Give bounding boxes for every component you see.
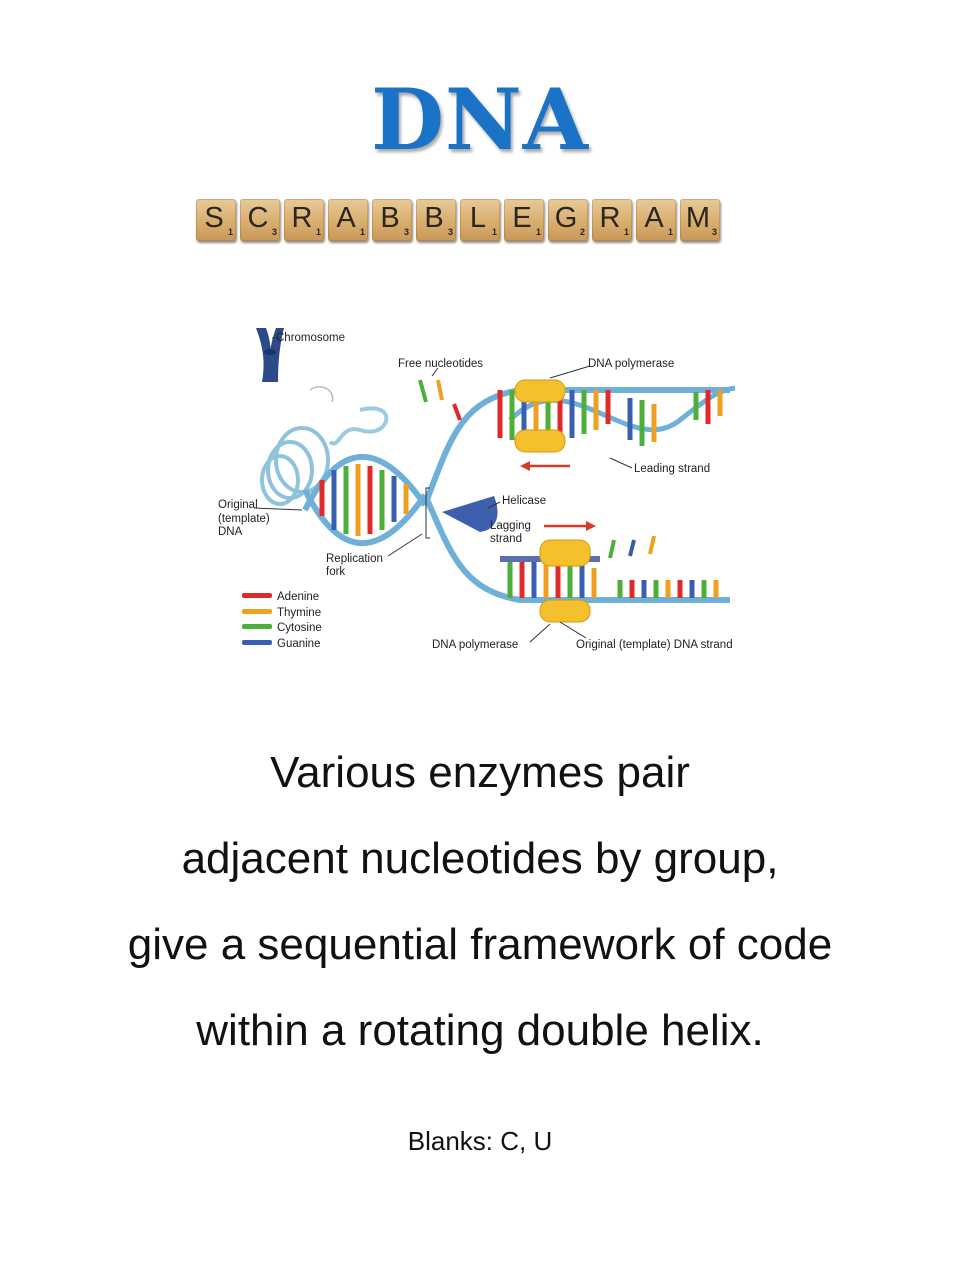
callout-lines [253, 365, 633, 643]
label-dna-polymerase-bottom: DNA polymerase [432, 639, 518, 651]
tile-letter: B [380, 202, 400, 234]
tile-score: 1 [315, 227, 321, 237]
legend: Adenine Thymine Cytosine Guanine [242, 591, 322, 650]
fork-bracket [425, 487, 430, 539]
tile-score: 3 [447, 227, 453, 237]
tile-letter: R [599, 202, 621, 234]
chromosome-icon [256, 328, 284, 382]
tile-score: 1 [227, 227, 233, 237]
tile-score: 1 [359, 227, 365, 237]
page-title: DNA [371, 70, 589, 169]
tile-letter: R [291, 202, 313, 234]
verse: Various enzymes pair adjacent nucleotide… [0, 738, 960, 1082]
dna-replication-diagram: Chromosome Free nucleotides DNA polymera… [218, 328, 736, 651]
legend-label: Thymine [277, 607, 321, 619]
leading-strand-helix [497, 379, 736, 471]
label-free-nucleotides: Free nucleotides [398, 358, 483, 370]
tile-letter: A [336, 202, 356, 234]
helicase-icon [442, 496, 498, 532]
replication-fork [422, 387, 730, 603]
tile-letter: S [204, 202, 224, 234]
tile-score: 2 [579, 227, 585, 237]
label-lagging-2: strand [490, 533, 522, 545]
label-fork-1: Replication [326, 553, 383, 565]
tile-letter: G [554, 202, 578, 234]
verse-line: Various enzymes pair [270, 748, 690, 797]
label-chromosome: Chromosome [276, 332, 345, 344]
free-nucleotides-icon [418, 379, 656, 559]
legend-swatch-cytosine [242, 624, 272, 629]
legend-label: Cytosine [277, 622, 322, 634]
tile-letter: B [424, 202, 444, 234]
label-fork-2: fork [326, 566, 345, 578]
verse-line: give a sequential framework of code [127, 920, 833, 969]
tile-score: 3 [403, 227, 409, 237]
label-lagging-1: Lagging [490, 520, 531, 532]
label-original-3: DNA [218, 526, 243, 538]
template-dna-helix [302, 453, 428, 547]
tile-score: 1 [535, 227, 541, 237]
tile-letter: L [469, 202, 487, 234]
tile-score: 1 [491, 227, 497, 237]
tile-letter: M [685, 202, 711, 234]
label-template-strand: Original (template) DNA strand [576, 639, 733, 651]
label-leading-strand: Leading strand [634, 463, 710, 475]
legend-label: Guanine [277, 638, 320, 650]
tile-letter: A [644, 202, 664, 234]
coiled-chromatin [260, 386, 389, 506]
legend-swatch-adenine [242, 593, 272, 598]
legend-swatch-guanine [242, 640, 272, 645]
tile-score: 1 [623, 227, 629, 237]
verse-line: adjacent nucleotides by group, [181, 834, 779, 883]
label-helicase: Helicase [502, 495, 546, 507]
label-original-2: (template) [218, 513, 270, 525]
tile-letter: E [512, 202, 532, 234]
legend-swatch-thymine [242, 609, 272, 614]
tile-letter: C [247, 202, 269, 234]
label-original-1: Original [218, 499, 258, 511]
lagging-strand [500, 521, 719, 623]
label-dna-polymerase-top: DNA polymerase [588, 358, 674, 370]
blanks-hint: Blanks: C, U [407, 1126, 553, 1156]
verse-line: within a rotating double helix. [196, 1006, 764, 1055]
legend-label: Adenine [277, 591, 319, 603]
tile-score: 1 [667, 227, 673, 237]
tile-score: 3 [271, 227, 277, 237]
tile-score: 3 [711, 227, 717, 237]
